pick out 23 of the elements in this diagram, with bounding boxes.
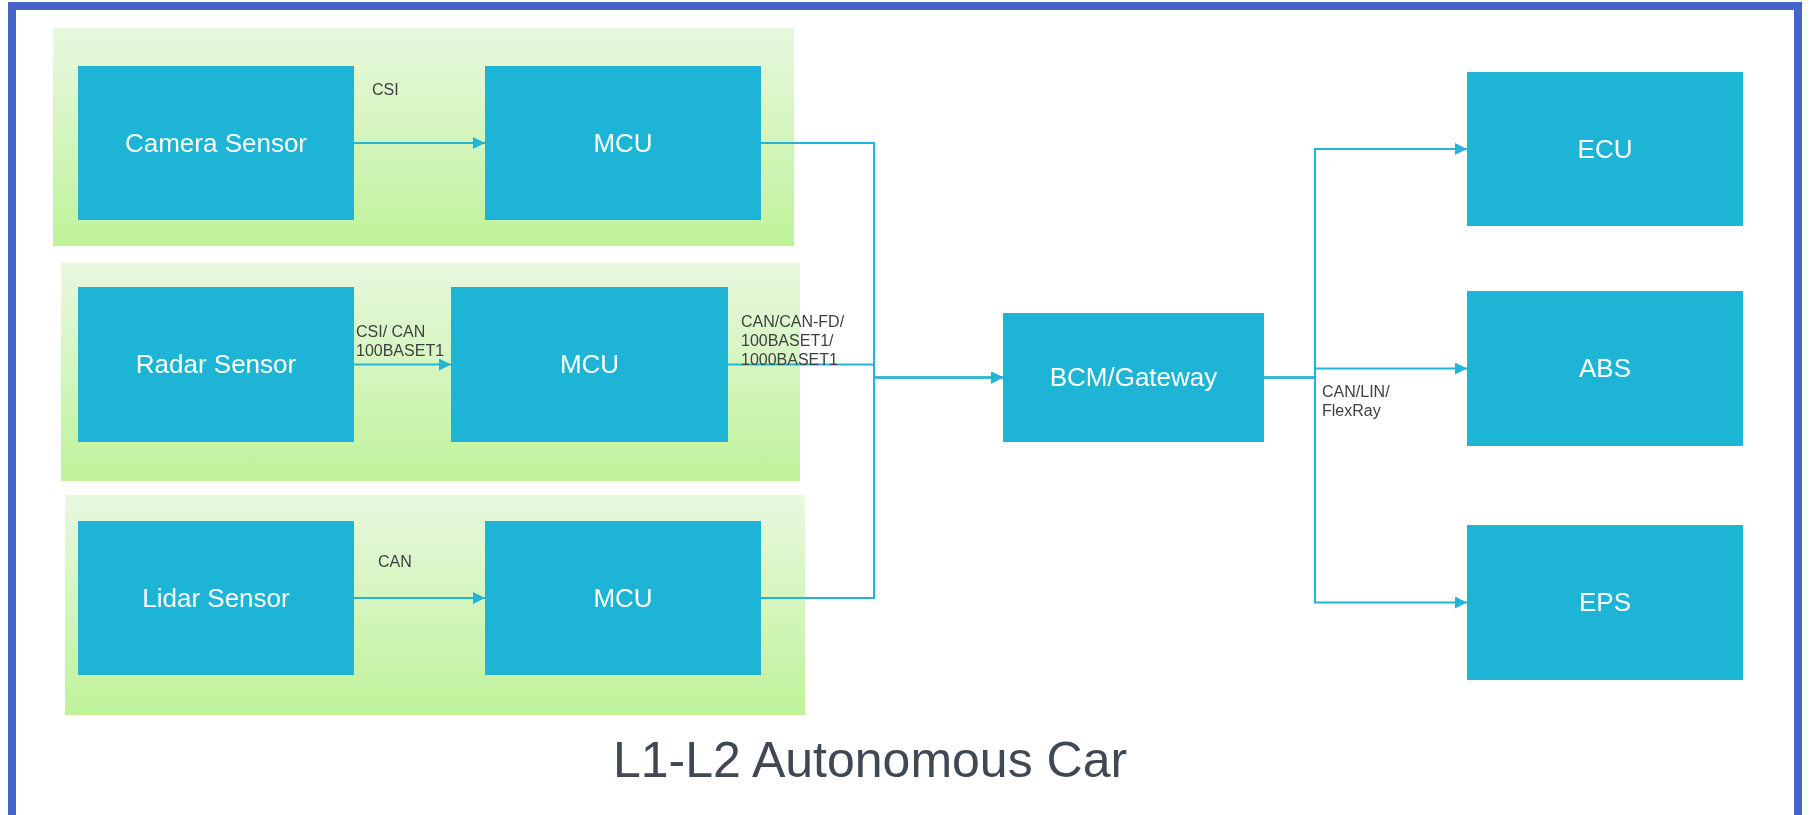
edge-label: CAN/CAN-FD/ 100BASET1/ 1000BASET1 bbox=[741, 312, 846, 369]
process-box: ECU bbox=[1467, 72, 1743, 226]
group-panel bbox=[65, 495, 805, 715]
process-box: ABS bbox=[1467, 291, 1743, 446]
arrow bbox=[353, 137, 486, 149]
edge-label: CAN bbox=[378, 552, 413, 571]
edge-label: CAN/LIN/ FlexRay bbox=[1322, 382, 1391, 420]
diagram-title: L1-L2 Autonomous Car bbox=[611, 731, 1129, 790]
group-panel bbox=[53, 28, 794, 246]
process-box: Lidar Sensor bbox=[78, 521, 354, 675]
edge-label: CSI bbox=[372, 80, 400, 99]
process-box: MCU bbox=[485, 66, 761, 220]
arrow bbox=[353, 592, 486, 604]
process-box: Radar Sensor bbox=[78, 287, 354, 442]
process-box: BCM/Gateway bbox=[1003, 313, 1264, 442]
arrow bbox=[353, 358, 452, 371]
process-box: EPS bbox=[1467, 525, 1743, 680]
arrow bbox=[1263, 376, 1468, 609]
process-box: MCU bbox=[485, 521, 761, 675]
process-box: MCU bbox=[451, 287, 728, 442]
arrow bbox=[760, 371, 1004, 599]
process-box: Camera Sensor bbox=[78, 66, 354, 220]
edge-label: CSI/ CAN 100BASET1 bbox=[356, 322, 446, 360]
